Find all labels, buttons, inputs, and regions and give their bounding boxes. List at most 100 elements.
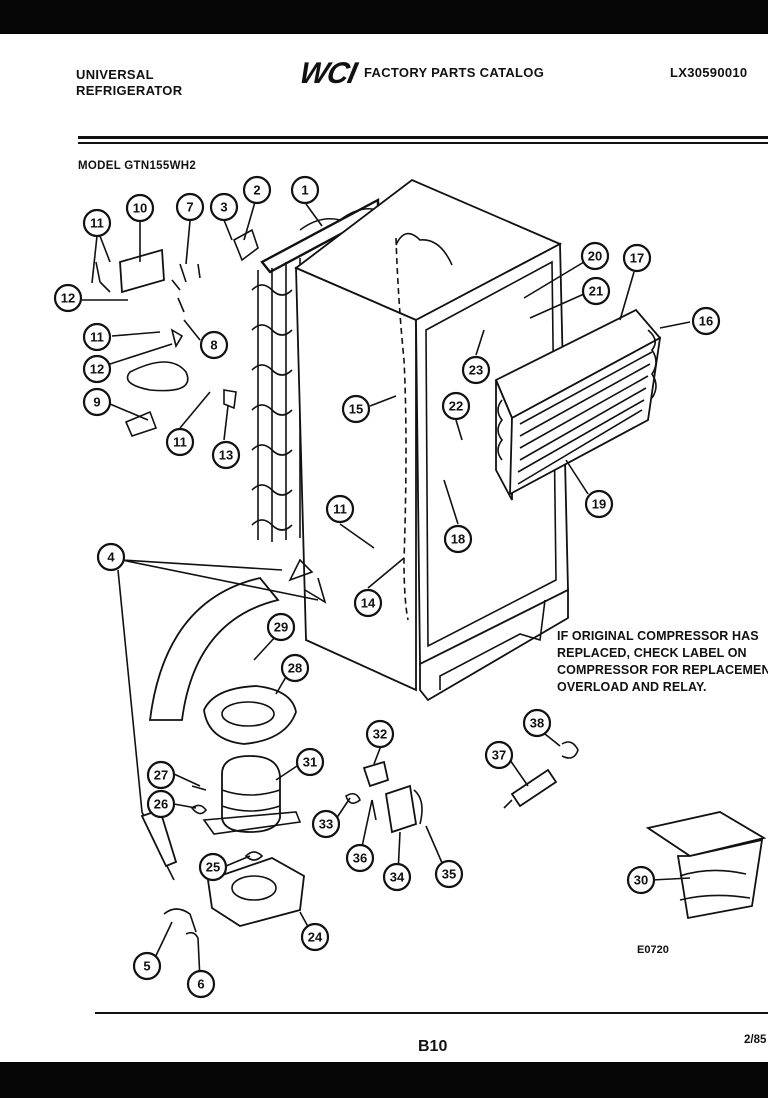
callout-36: 36 [345, 843, 375, 873]
svg-text:20: 20 [588, 249, 602, 264]
svg-text:26: 26 [154, 797, 168, 812]
svg-text:14: 14 [361, 596, 376, 611]
lead-wires [117, 569, 199, 939]
callout-11: 11 [165, 427, 195, 457]
footer-date: 2/85 [744, 1034, 767, 1046]
callout-18: 18 [443, 524, 473, 554]
callout-30: 30 [626, 865, 656, 895]
svg-text:7: 7 [186, 200, 193, 215]
callout-1: 1 [290, 175, 320, 205]
callout-24: 24 [300, 922, 330, 952]
svg-text:12: 12 [61, 291, 75, 306]
callout-14: 14 [353, 588, 383, 618]
svg-text:13: 13 [219, 448, 233, 463]
bottom-scan-band [0, 1062, 768, 1098]
note-line-1: IF ORIGINAL COMPRESSOR HAS [557, 629, 759, 643]
svg-text:8: 8 [210, 338, 217, 353]
callout-23: 23 [461, 355, 491, 385]
model-label: MODEL GTN155WH2 [78, 160, 197, 172]
svg-text:29: 29 [274, 620, 288, 635]
callout-20: 20 [580, 241, 610, 271]
callout-13: 13 [211, 440, 241, 470]
callout-35: 35 [434, 859, 464, 889]
callout-28: 28 [280, 653, 310, 683]
callout-37: 37 [484, 740, 514, 770]
callout-22: 22 [441, 391, 471, 421]
callout-5: 5 [132, 951, 162, 981]
svg-text:11: 11 [90, 216, 104, 231]
svg-text:25: 25 [206, 860, 220, 875]
svg-text:11: 11 [173, 435, 187, 450]
drain-trough [148, 558, 327, 721]
refrigerator-cabinet [294, 178, 569, 702]
svg-text:36: 36 [353, 851, 367, 866]
small-parts-left [95, 228, 259, 437]
svg-text:35: 35 [442, 867, 456, 882]
svg-text:12: 12 [90, 362, 104, 377]
footer-rule [95, 1012, 768, 1014]
note-line-3: COMPRESSOR FOR REPLACEMENT [557, 663, 768, 677]
callout-17: 17 [622, 243, 652, 273]
callout-33: 33 [311, 809, 341, 839]
catalog-title: FACTORY PARTS CATALOG [364, 65, 545, 80]
callout-15: 15 [341, 394, 371, 424]
drawing-code: E0720 [637, 944, 669, 956]
note-line-4: OVERLOAD AND RELAY. [557, 680, 707, 694]
note-line-2: REPLACED, CHECK LABEL ON [557, 646, 747, 660]
svg-text:11: 11 [90, 330, 104, 345]
callout-38: 38 [522, 708, 552, 738]
svg-text:10: 10 [133, 201, 147, 216]
svg-text:28: 28 [288, 661, 302, 676]
brand-line-1: UNIVERSAL [76, 67, 154, 82]
svg-text:16: 16 [699, 314, 713, 329]
capacitor [503, 741, 579, 809]
callout-7: 7 [175, 192, 205, 222]
callout-11: 11 [325, 494, 355, 524]
relay-overload-parts [345, 760, 423, 834]
svg-text:38: 38 [530, 716, 544, 731]
callout-25: 25 [198, 852, 228, 882]
callout-21: 21 [581, 276, 611, 306]
callout-16: 16 [691, 306, 721, 336]
svg-text:15: 15 [349, 402, 363, 417]
brand-line-2: REFRIGERATOR [76, 83, 183, 98]
header-rule-top [78, 136, 768, 139]
callout-12: 12 [82, 354, 112, 384]
callout-26: 26 [146, 789, 176, 819]
callout-34: 34 [382, 862, 412, 892]
callout-2: 2 [242, 175, 272, 205]
callout-9: 9 [82, 387, 112, 417]
callout-3: 3 [209, 192, 239, 222]
svg-text:9: 9 [93, 395, 100, 410]
callout-29: 29 [266, 612, 296, 642]
svg-text:24: 24 [308, 930, 323, 945]
svg-text:23: 23 [469, 363, 483, 378]
svg-text:32: 32 [373, 727, 387, 742]
svg-text:22: 22 [449, 399, 463, 414]
svg-text:27: 27 [154, 768, 168, 783]
svg-text:11: 11 [333, 502, 347, 517]
evaporator-assembly [494, 308, 662, 501]
svg-text:21: 21 [589, 284, 603, 299]
callout-8: 8 [199, 330, 229, 360]
callout-10: 10 [125, 193, 155, 223]
callout-19: 19 [584, 489, 614, 519]
callout-31: 31 [295, 747, 325, 777]
header-rule-bottom [78, 142, 768, 144]
svg-text:31: 31 [303, 755, 317, 770]
top-scan-band [0, 0, 768, 34]
svg-text:5: 5 [143, 959, 150, 974]
svg-text:17: 17 [630, 251, 644, 266]
callout-11: 11 [82, 322, 112, 352]
svg-text:4: 4 [107, 550, 115, 565]
svg-text:34: 34 [390, 870, 405, 885]
callout-4: 4 [96, 542, 126, 572]
page-number: B10 [418, 1038, 448, 1055]
svg-text:30: 30 [634, 873, 648, 888]
compressor-mount-box [645, 811, 767, 920]
svg-text:18: 18 [451, 532, 465, 547]
svg-text:1: 1 [301, 183, 308, 198]
svg-text:6: 6 [197, 977, 204, 992]
compressor-note: IF ORIGINAL COMPRESSOR HAS REPLACED, CHE… [557, 628, 768, 696]
svg-text:3: 3 [220, 200, 227, 215]
